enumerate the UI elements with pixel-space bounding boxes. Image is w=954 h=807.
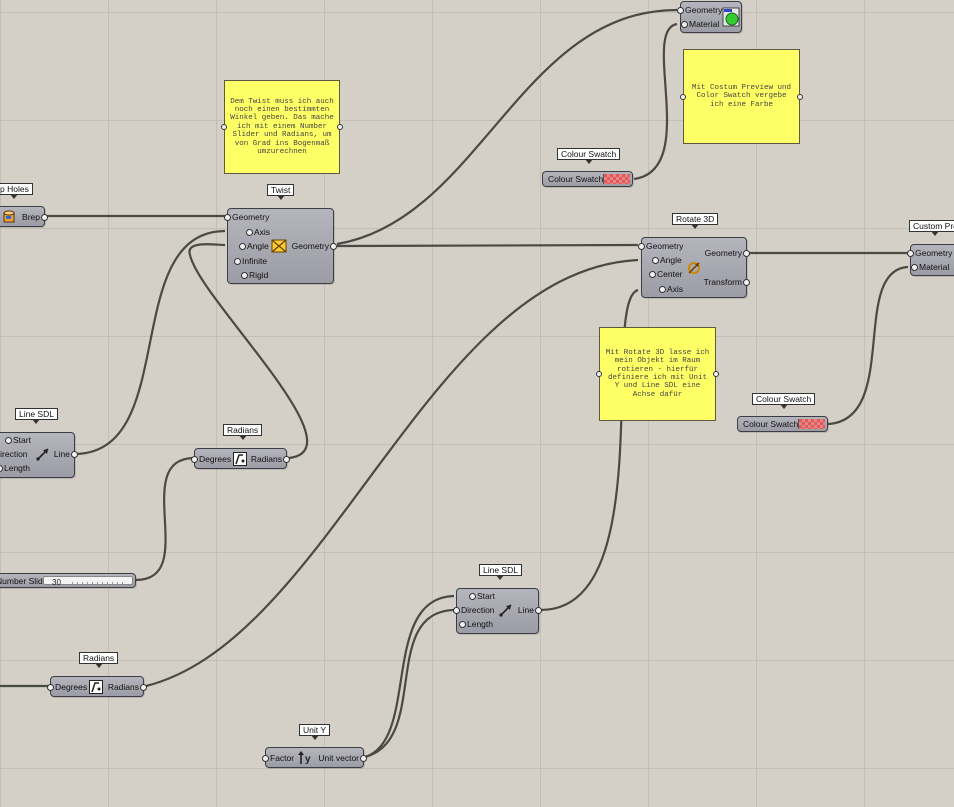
line-sdl-icon <box>36 448 49 461</box>
cap-holes-tag: p Holes <box>0 183 33 199</box>
colour-swatch-1-label: Colour Swatch <box>548 174 604 184</box>
colour-swatch-1[interactable]: Colour Swatch <box>542 171 633 187</box>
wire-unity-to-line-direction <box>364 608 455 759</box>
line-sdl-bottom-component[interactable]: Start Direction Length Line <box>453 588 543 634</box>
radians-1-component[interactable]: Degrees Radians <box>190 448 291 469</box>
preview2-material-input[interactable]: Material <box>910 262 950 272</box>
geometry-input[interactable]: Geometry <box>676 5 723 15</box>
twist-angle-input[interactable]: Angle <box>239 241 269 251</box>
cap-holes-icon <box>3 210 15 223</box>
twist-rigid-input[interactable]: Rigid <box>240 270 269 280</box>
unit-y-component[interactable]: Factor y Unit vector <box>261 747 367 768</box>
svg-text:y: y <box>305 754 311 765</box>
rotate-angle-input[interactable]: Angle <box>652 255 682 265</box>
colour-swatch-1-color[interactable] <box>603 174 630 184</box>
rotate-geometry-output[interactable]: Geometry <box>704 248 751 258</box>
radians-2-tag: Radians <box>79 652 119 668</box>
twist-infinite-input[interactable]: Infinite <box>233 256 268 266</box>
rotate-icon <box>688 262 700 274</box>
number-slider-label: Number Slider <box>0 576 51 586</box>
twist-geometry-input[interactable]: Geometry <box>223 212 270 222</box>
wire-radians2-to-rotate-angle <box>145 258 639 688</box>
unit-y-icon: y <box>298 751 311 765</box>
line-left-output[interactable]: Line <box>53 449 79 459</box>
wire-twist-to-preview <box>336 8 678 246</box>
colour-swatch-2[interactable]: Colour Swatch <box>737 416 828 432</box>
rotate-axis-input[interactable]: Axis <box>658 284 684 294</box>
colour-swatch-2-color[interactable] <box>798 419 825 429</box>
line-left-start-input[interactable]: Start <box>5 435 31 445</box>
wire-line-left-to-axis <box>76 229 226 456</box>
line-sdl-icon <box>499 604 512 617</box>
number-slider-component[interactable]: Number Slider 30 <box>0 573 136 588</box>
rotate-3d-tag: Rotate 3D <box>672 213 719 229</box>
colour-swatch-2-label: Colour Swatch <box>743 419 799 429</box>
colour-swatch-1-tag: Colour Swatch <box>557 148 621 164</box>
radians-2-component[interactable]: Degrees Radians <box>46 676 148 697</box>
twist-geometry-output[interactable]: Geometry <box>291 241 338 251</box>
line-left-length-input[interactable]: Length <box>0 463 30 473</box>
radians-1-output[interactable]: Radians <box>250 454 291 464</box>
wire-swatch1-to-preview <box>633 22 678 181</box>
twist-axis-input[interactable]: Axis <box>245 227 271 237</box>
wire-unity-to-line-start <box>364 594 455 759</box>
rotate-transform-output[interactable]: Transform <box>703 277 751 287</box>
line-bottom-length-input[interactable]: Length <box>459 619 493 629</box>
rotate-center-input[interactable]: Center <box>649 269 683 279</box>
cap-holes-component[interactable]: Brep <box>0 206 48 227</box>
material-input[interactable]: Material <box>680 19 720 29</box>
line-left-direction-input[interactable]: Direction <box>0 449 28 459</box>
number-slider-track[interactable]: 30 <box>43 576 133 587</box>
line-sdl-bottom-tag: Line SDL <box>479 564 522 580</box>
line-bottom-output[interactable]: Line <box>517 605 543 615</box>
line-sdl-left-component[interactable]: Start Direction Length Line <box>0 432 79 478</box>
preview-sphere-icon <box>722 7 740 27</box>
radians-1-degrees-input[interactable]: Degrees <box>190 454 232 464</box>
wire-swatch2-to-preview2 <box>827 265 909 426</box>
unit-y-tag: Unit Y <box>299 724 330 740</box>
preview-note[interactable]: Mit Costum Preview und Color Swatch verg… <box>680 49 803 144</box>
brep-output[interactable]: Brep <box>22 212 48 222</box>
custom-preview-right-component[interactable]: Geometry Material <box>906 244 954 276</box>
wire-twist-to-rotate <box>336 243 639 248</box>
radians-icon <box>233 452 247 466</box>
preview2-geometry-input[interactable]: Geometry <box>906 248 953 258</box>
rotate-note[interactable]: Mit Rotate 3D lasse ich mein Objekt im R… <box>596 327 719 421</box>
twist-tag: Twist <box>267 184 295 200</box>
unit-vector-output[interactable]: Unit vector <box>318 753 367 763</box>
unit-y-factor-input[interactable]: Factor <box>261 753 295 763</box>
line-sdl-left-tag: Line SDL <box>15 408 58 424</box>
custom-preview-component[interactable]: Geometry Material <box>676 1 742 33</box>
custom-preview-right-tag: Custom Pre <box>909 220 954 236</box>
twist-note[interactable]: Dem Twist muss ich auch noch einen besti… <box>221 80 343 174</box>
radians-2-output[interactable]: Radians <box>107 682 148 692</box>
line-bottom-direction-input[interactable]: Direction <box>453 605 495 615</box>
radians-icon <box>89 680 103 694</box>
number-slider-ticks <box>72 582 124 586</box>
rotate-3d-component[interactable]: Geometry Angle Center Axis Geometry Tran… <box>637 237 751 298</box>
number-slider-value: 30 <box>52 578 61 587</box>
colour-swatch-2-tag: Colour Swatch <box>752 393 816 409</box>
radians-2-degrees-input[interactable]: Degrees <box>46 682 88 692</box>
line-bottom-start-input[interactable]: Start <box>469 591 495 601</box>
rotate-geometry-input[interactable]: Geometry <box>637 241 684 251</box>
twist-icon <box>271 239 287 253</box>
wire-slider-to-radians1 <box>135 456 194 582</box>
twist-component[interactable]: Geometry Axis Angle Infinite Rigid Geome… <box>223 208 338 284</box>
radians-1-tag: Radians <box>223 424 263 440</box>
